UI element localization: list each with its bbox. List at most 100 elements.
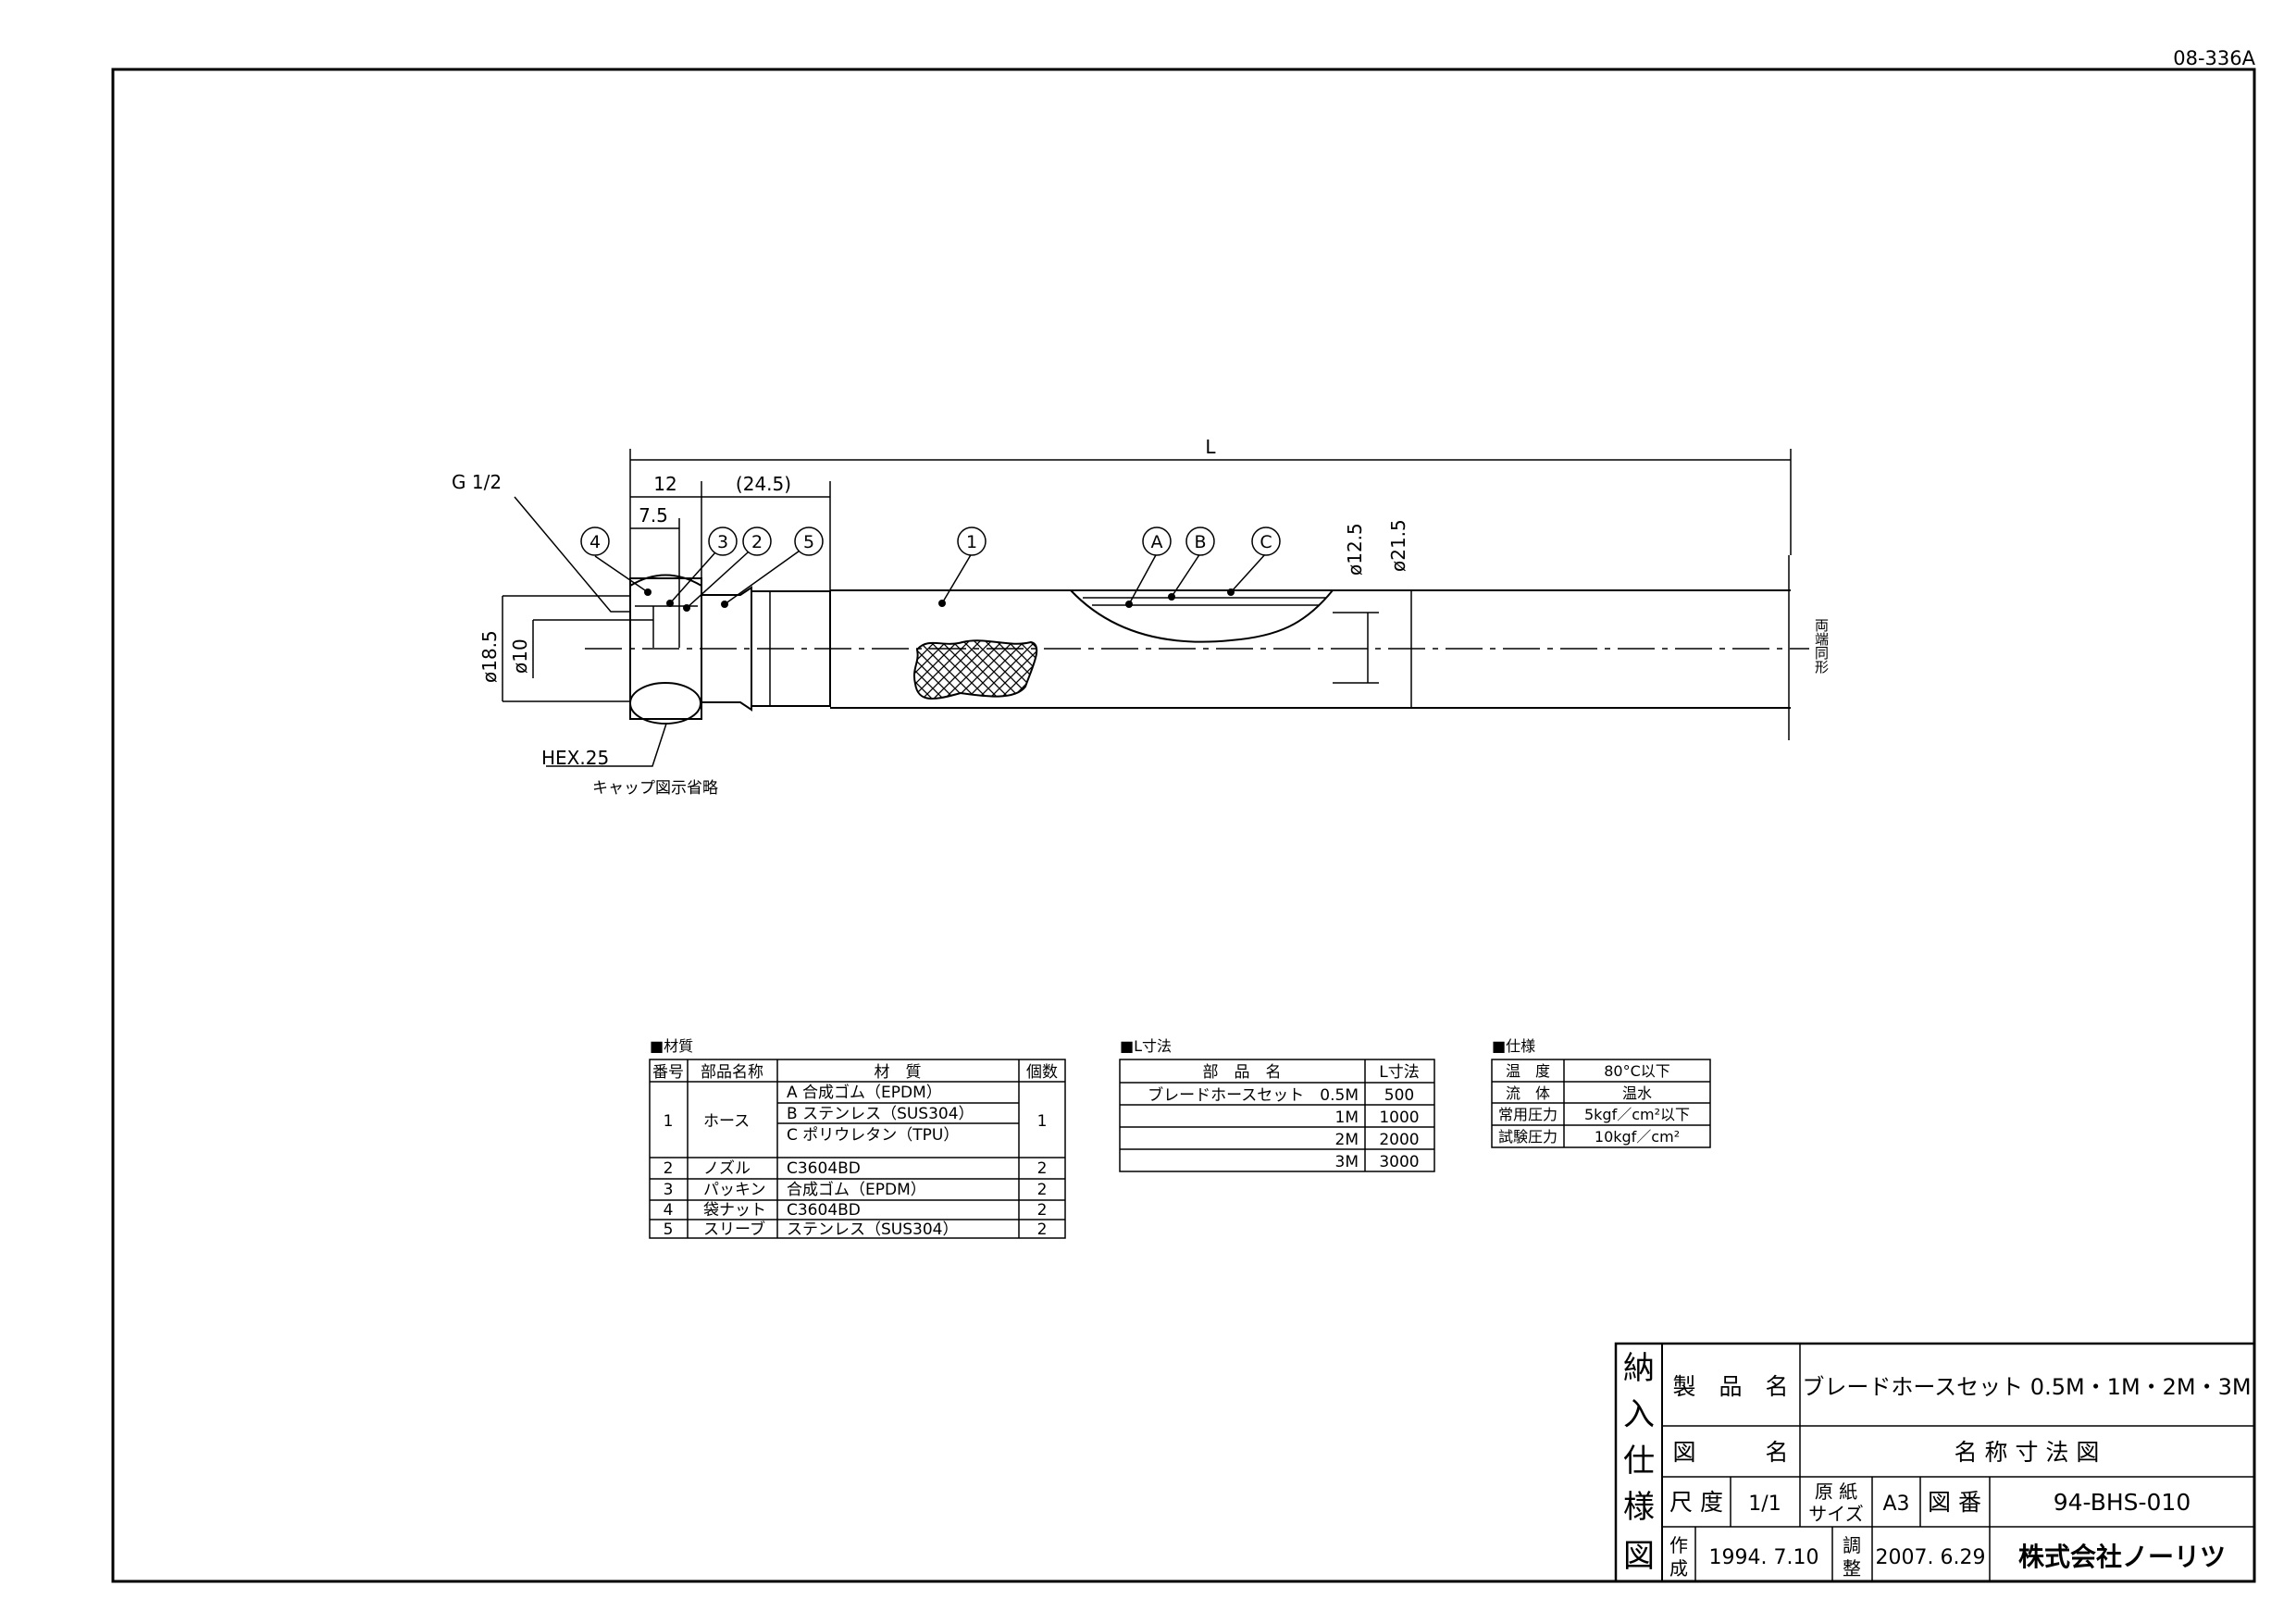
product-name: ブレードホースセット 0.5M・1M・2M・3M	[1802, 1374, 2251, 1400]
balloon-5	[794, 527, 824, 556]
thread-leader	[514, 496, 630, 613]
side-label: 入	[1623, 1396, 1655, 1433]
adj-label: 整	[1843, 1557, 1861, 1580]
made-date: 1994. 7.10	[1709, 1546, 1819, 1569]
side-label: 納	[1623, 1350, 1655, 1387]
cap-note: キャップ図示省略	[592, 779, 718, 798]
balloon-C	[1251, 527, 1281, 556]
spec-value: 5kgf／cm²以下	[1584, 1106, 1690, 1123]
hex-label: HEX.25	[541, 747, 609, 769]
materials-header: 番号	[652, 1063, 684, 1082]
balloon-label: B	[1194, 532, 1206, 552]
l-dims-value: 1000	[1379, 1109, 1419, 1127]
l-dims-header: L寸法	[1379, 1063, 1419, 1082]
dim-24-5: (24.5)	[736, 473, 791, 495]
materials-no: 3	[664, 1181, 674, 1199]
spec-value: 80°C以下	[1604, 1062, 1670, 1080]
l-dims-table: ■L寸法 部 品 名 L寸法 ブレードホースセット 0.5M 500 1M 10…	[1119, 1037, 1435, 1172]
balloon-3	[708, 527, 738, 556]
materials-no: 4	[664, 1201, 674, 1220]
paper-label: 原 紙	[1815, 1481, 1857, 1503]
balloons	[580, 527, 1281, 556]
materials-qty: 2	[1037, 1220, 1048, 1239]
made-label: 成	[1669, 1557, 1688, 1580]
l-dims-value: 3000	[1379, 1153, 1419, 1171]
materials-name: パッキン	[703, 1181, 766, 1199]
materials-name: ホース	[703, 1112, 750, 1131]
balloon-2	[742, 527, 772, 556]
materials-name: スリーブ	[703, 1220, 765, 1239]
materials-material: B ステンレス（SUS304）	[787, 1105, 974, 1123]
balloon-4	[580, 527, 610, 556]
balloon-label: A	[1151, 532, 1163, 552]
adj-label: 調	[1843, 1534, 1861, 1556]
made-label: 作	[1669, 1534, 1688, 1556]
company-name: 株式会社ノーリツ	[2018, 1542, 2226, 1572]
balloon-label: 2	[751, 532, 763, 552]
dim-L: L	[1205, 436, 1216, 458]
hose-drawing	[502, 449, 1809, 767]
l-dims-value: 2000	[1379, 1131, 1419, 1149]
l-dims-value: 500	[1384, 1086, 1414, 1105]
nut-body	[629, 577, 702, 720]
materials-material: C ポリウレタン（TPU）	[787, 1126, 959, 1145]
thread-label: G 1/2	[452, 471, 502, 493]
materials-material: A 合成ゴム（EPDM）	[787, 1083, 942, 1102]
materials-qty: 2	[1037, 1159, 1048, 1178]
spec-value: 温水	[1622, 1084, 1652, 1102]
balloon-label: 1	[966, 532, 977, 552]
materials-material: 合成ゴム（EPDM）	[787, 1180, 926, 1199]
scale-value: 1/1	[1748, 1493, 1781, 1516]
title-block: 納 入 仕 様 図 製 品 名 ブレードホースセット 0.5M・1M・2M・3M…	[1614, 1342, 2256, 1583]
balloon-A	[1142, 527, 1172, 556]
spec-label: 常用圧力	[1498, 1106, 1558, 1123]
materials-table: ■材質 番号 部品名称 材 質 個数 1 ホース A 合成ゴム（EPDM） B …	[649, 1037, 1066, 1239]
number-label: 図 番	[1928, 1489, 1981, 1516]
sleeve	[751, 590, 831, 707]
dia-10: ø10	[509, 638, 531, 674]
hex-leader	[546, 723, 667, 767]
materials-qty: 2	[1037, 1181, 1048, 1199]
materials-name: 袋ナット	[703, 1201, 766, 1220]
adj-date: 2007. 6.29	[1876, 1546, 1986, 1569]
paper-label: サイズ	[1808, 1503, 1863, 1525]
balloon-label: 4	[590, 532, 601, 552]
spec-title: ■仕様	[1492, 1037, 1535, 1055]
l-dims-name: 3M	[1335, 1153, 1359, 1171]
braid-cutaway	[913, 639, 1038, 700]
materials-material: C3604BD	[787, 1159, 861, 1178]
balloon-label: 3	[717, 532, 728, 552]
materials-qty: 1	[1037, 1112, 1048, 1131]
dim-7-5: 7.5	[639, 504, 668, 527]
spec-label: 試験圧力	[1498, 1128, 1558, 1146]
side-label: 図	[1623, 1538, 1655, 1575]
materials-header: 個数	[1026, 1063, 1058, 1082]
materials-header: 材 質	[875, 1063, 922, 1082]
balloon-label: C	[1260, 532, 1272, 552]
drawing-number: 94-BHS-010	[2054, 1489, 2191, 1516]
layer-section	[1070, 589, 1334, 643]
dia-21-5: ø21.5	[1387, 519, 1409, 572]
materials-qty: 2	[1037, 1201, 1048, 1220]
l-dims-header: 部 品 名	[1203, 1063, 1282, 1082]
materials-name: ノズル	[703, 1159, 751, 1178]
spec-value: 10kgf／cm²	[1595, 1128, 1680, 1146]
materials-no: 1	[664, 1112, 674, 1131]
materials-no: 2	[664, 1159, 674, 1178]
drawing-name: 名 称 寸 法 図	[1955, 1439, 2100, 1466]
dia-18-5: ø18.5	[478, 630, 501, 683]
materials-no: 5	[664, 1220, 674, 1239]
drawing-label: 図 名	[1672, 1439, 1788, 1466]
nut-top-curve	[629, 574, 702, 587]
l-dims-name: ブレードホースセット 0.5M	[1148, 1085, 1359, 1105]
doc-number: 08-336A	[2173, 47, 2255, 69]
dia-12-5: ø12.5	[1344, 523, 1366, 576]
materials-material: ステンレス（SUS304）	[787, 1220, 958, 1239]
spec-table: ■仕様 温 度 80°C以下 流 体 温水 常用圧力 5kgf／cm²以下 試験…	[1491, 1037, 1711, 1148]
scale-label: 尺 度	[1669, 1489, 1723, 1516]
l-dims-name: 1M	[1335, 1109, 1359, 1127]
materials-material: C3604BD	[787, 1201, 861, 1220]
dim-12: 12	[653, 473, 676, 495]
drawing-frame	[111, 68, 2256, 1583]
